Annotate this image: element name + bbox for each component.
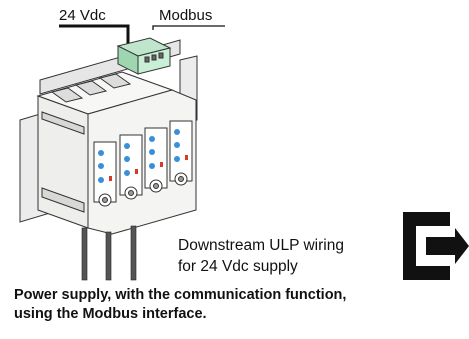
caption-line-2: using the Modbus interface. [14,304,207,324]
module-front-4 [170,121,192,185]
module-front-2 [120,135,142,199]
module-front-1 [94,142,116,206]
caption-line-1: Power supply, with the communication fun… [14,285,346,305]
downstream-cables [82,226,136,280]
wiring-note-line-2: for 24 Vdc supply [178,257,298,277]
modbus-leader-line [153,26,225,30]
supply-label: 24 Vdc [59,7,106,24]
connector-exit-arrow-icon [403,212,469,280]
wiring-note-line-1: Downstream ULP wiring [178,236,344,256]
module-front-3 [145,128,167,192]
modbus-label: Modbus [159,7,212,24]
supply-leader-line [59,26,128,44]
